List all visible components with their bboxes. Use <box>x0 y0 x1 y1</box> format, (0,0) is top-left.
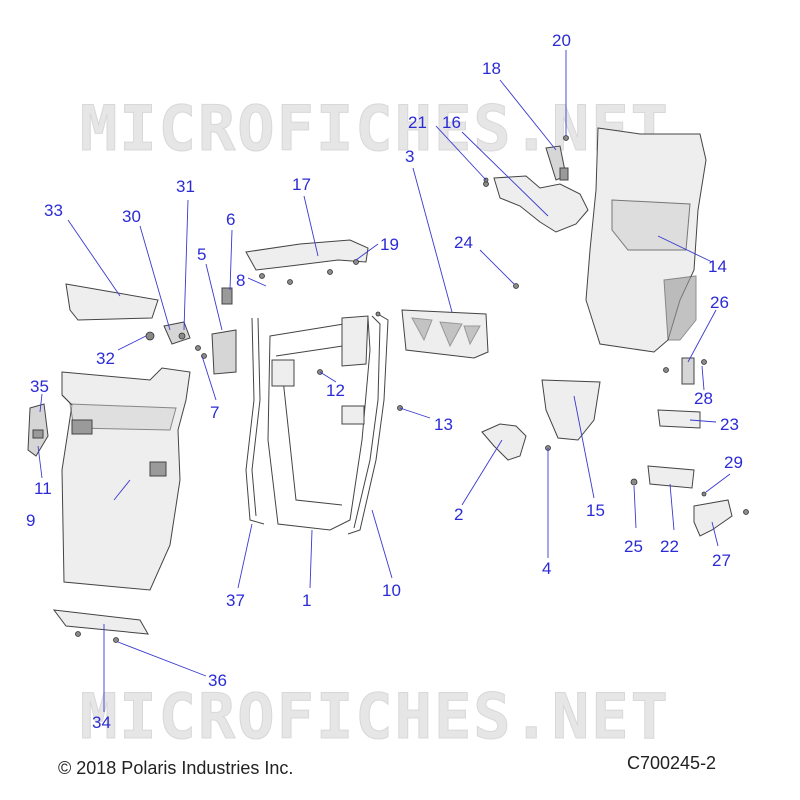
part-35-latch <box>27 403 49 457</box>
callout-17: 17 <box>292 175 311 194</box>
callout-8: 8 <box>236 271 245 290</box>
diagram-code: C700245-2 <box>627 753 717 773</box>
part-1-door-frame <box>267 315 371 531</box>
callout-27: 27 <box>712 551 731 570</box>
watermark-bottom: MICROFICHES.NET <box>80 680 670 753</box>
part-9-door-panel <box>61 367 191 591</box>
callout-23: 23 <box>720 415 739 434</box>
part-27-bracket <box>693 499 733 537</box>
callout-labels: 1 2 3 4 5 6 7 8 9 10 11 12 13 14 15 16 1… <box>26 31 743 732</box>
callout-1: 1 <box>302 591 311 610</box>
callout-32: 32 <box>96 349 115 368</box>
callout-34: 34 <box>92 713 111 732</box>
callout-19: 19 <box>380 235 399 254</box>
part-33-upper-trim <box>65 283 159 321</box>
part-2-bracket <box>481 423 527 461</box>
leader-lines <box>37 50 731 712</box>
part-16-bracket-assembly <box>483 135 589 233</box>
callout-29: 29 <box>724 453 743 472</box>
callout-21: 21 <box>408 113 427 132</box>
callout-2: 2 <box>454 505 463 524</box>
part-17-top-bracket <box>245 239 369 285</box>
callout-30: 30 <box>122 207 141 226</box>
callout-4: 4 <box>542 559 551 578</box>
watermark-top: MICROFICHES.NET <box>80 92 670 165</box>
copyright-text: © 2018 Polaris Industries Inc. <box>58 758 294 778</box>
part-15-bucket <box>541 379 601 441</box>
callout-35: 35 <box>30 377 49 396</box>
part-14-rear-panel <box>585 127 707 353</box>
part-5-6-7-latch-mechanism <box>195 287 237 375</box>
part-22-plate <box>647 465 695 489</box>
callout-6: 6 <box>226 210 235 229</box>
callout-31: 31 <box>176 177 195 196</box>
callout-18: 18 <box>482 59 501 78</box>
callout-25: 25 <box>624 537 643 556</box>
callout-22: 22 <box>660 537 679 556</box>
part-26-hinge <box>681 357 695 385</box>
part-3-mounting-plate <box>401 309 489 359</box>
part-30-31-32-hinge <box>145 321 191 345</box>
callout-14: 14 <box>708 257 727 276</box>
callout-15: 15 <box>586 501 605 520</box>
part-37-seal-strip <box>245 317 265 525</box>
callout-10: 10 <box>382 581 401 600</box>
callout-3: 3 <box>405 147 414 166</box>
callout-11: 11 <box>34 479 52 498</box>
callout-37: 37 <box>226 591 245 610</box>
callout-12: 12 <box>326 381 345 400</box>
callout-35-36: 36 <box>208 671 227 690</box>
callout-16: 16 <box>442 113 461 132</box>
callout-24: 24 <box>454 233 473 252</box>
callout-20: 20 <box>552 31 571 50</box>
callout-33: 33 <box>44 201 63 220</box>
part-10-seal-strip <box>347 313 389 535</box>
callout-13: 13 <box>434 415 453 434</box>
callout-26: 26 <box>710 293 729 312</box>
callout-28: 28 <box>694 389 713 408</box>
callout-7: 7 <box>210 403 219 422</box>
callout-9: 9 <box>26 511 35 530</box>
part-34-bottom-trim <box>52 609 149 643</box>
callout-5: 5 <box>197 245 206 264</box>
part-23-plate <box>657 409 701 429</box>
